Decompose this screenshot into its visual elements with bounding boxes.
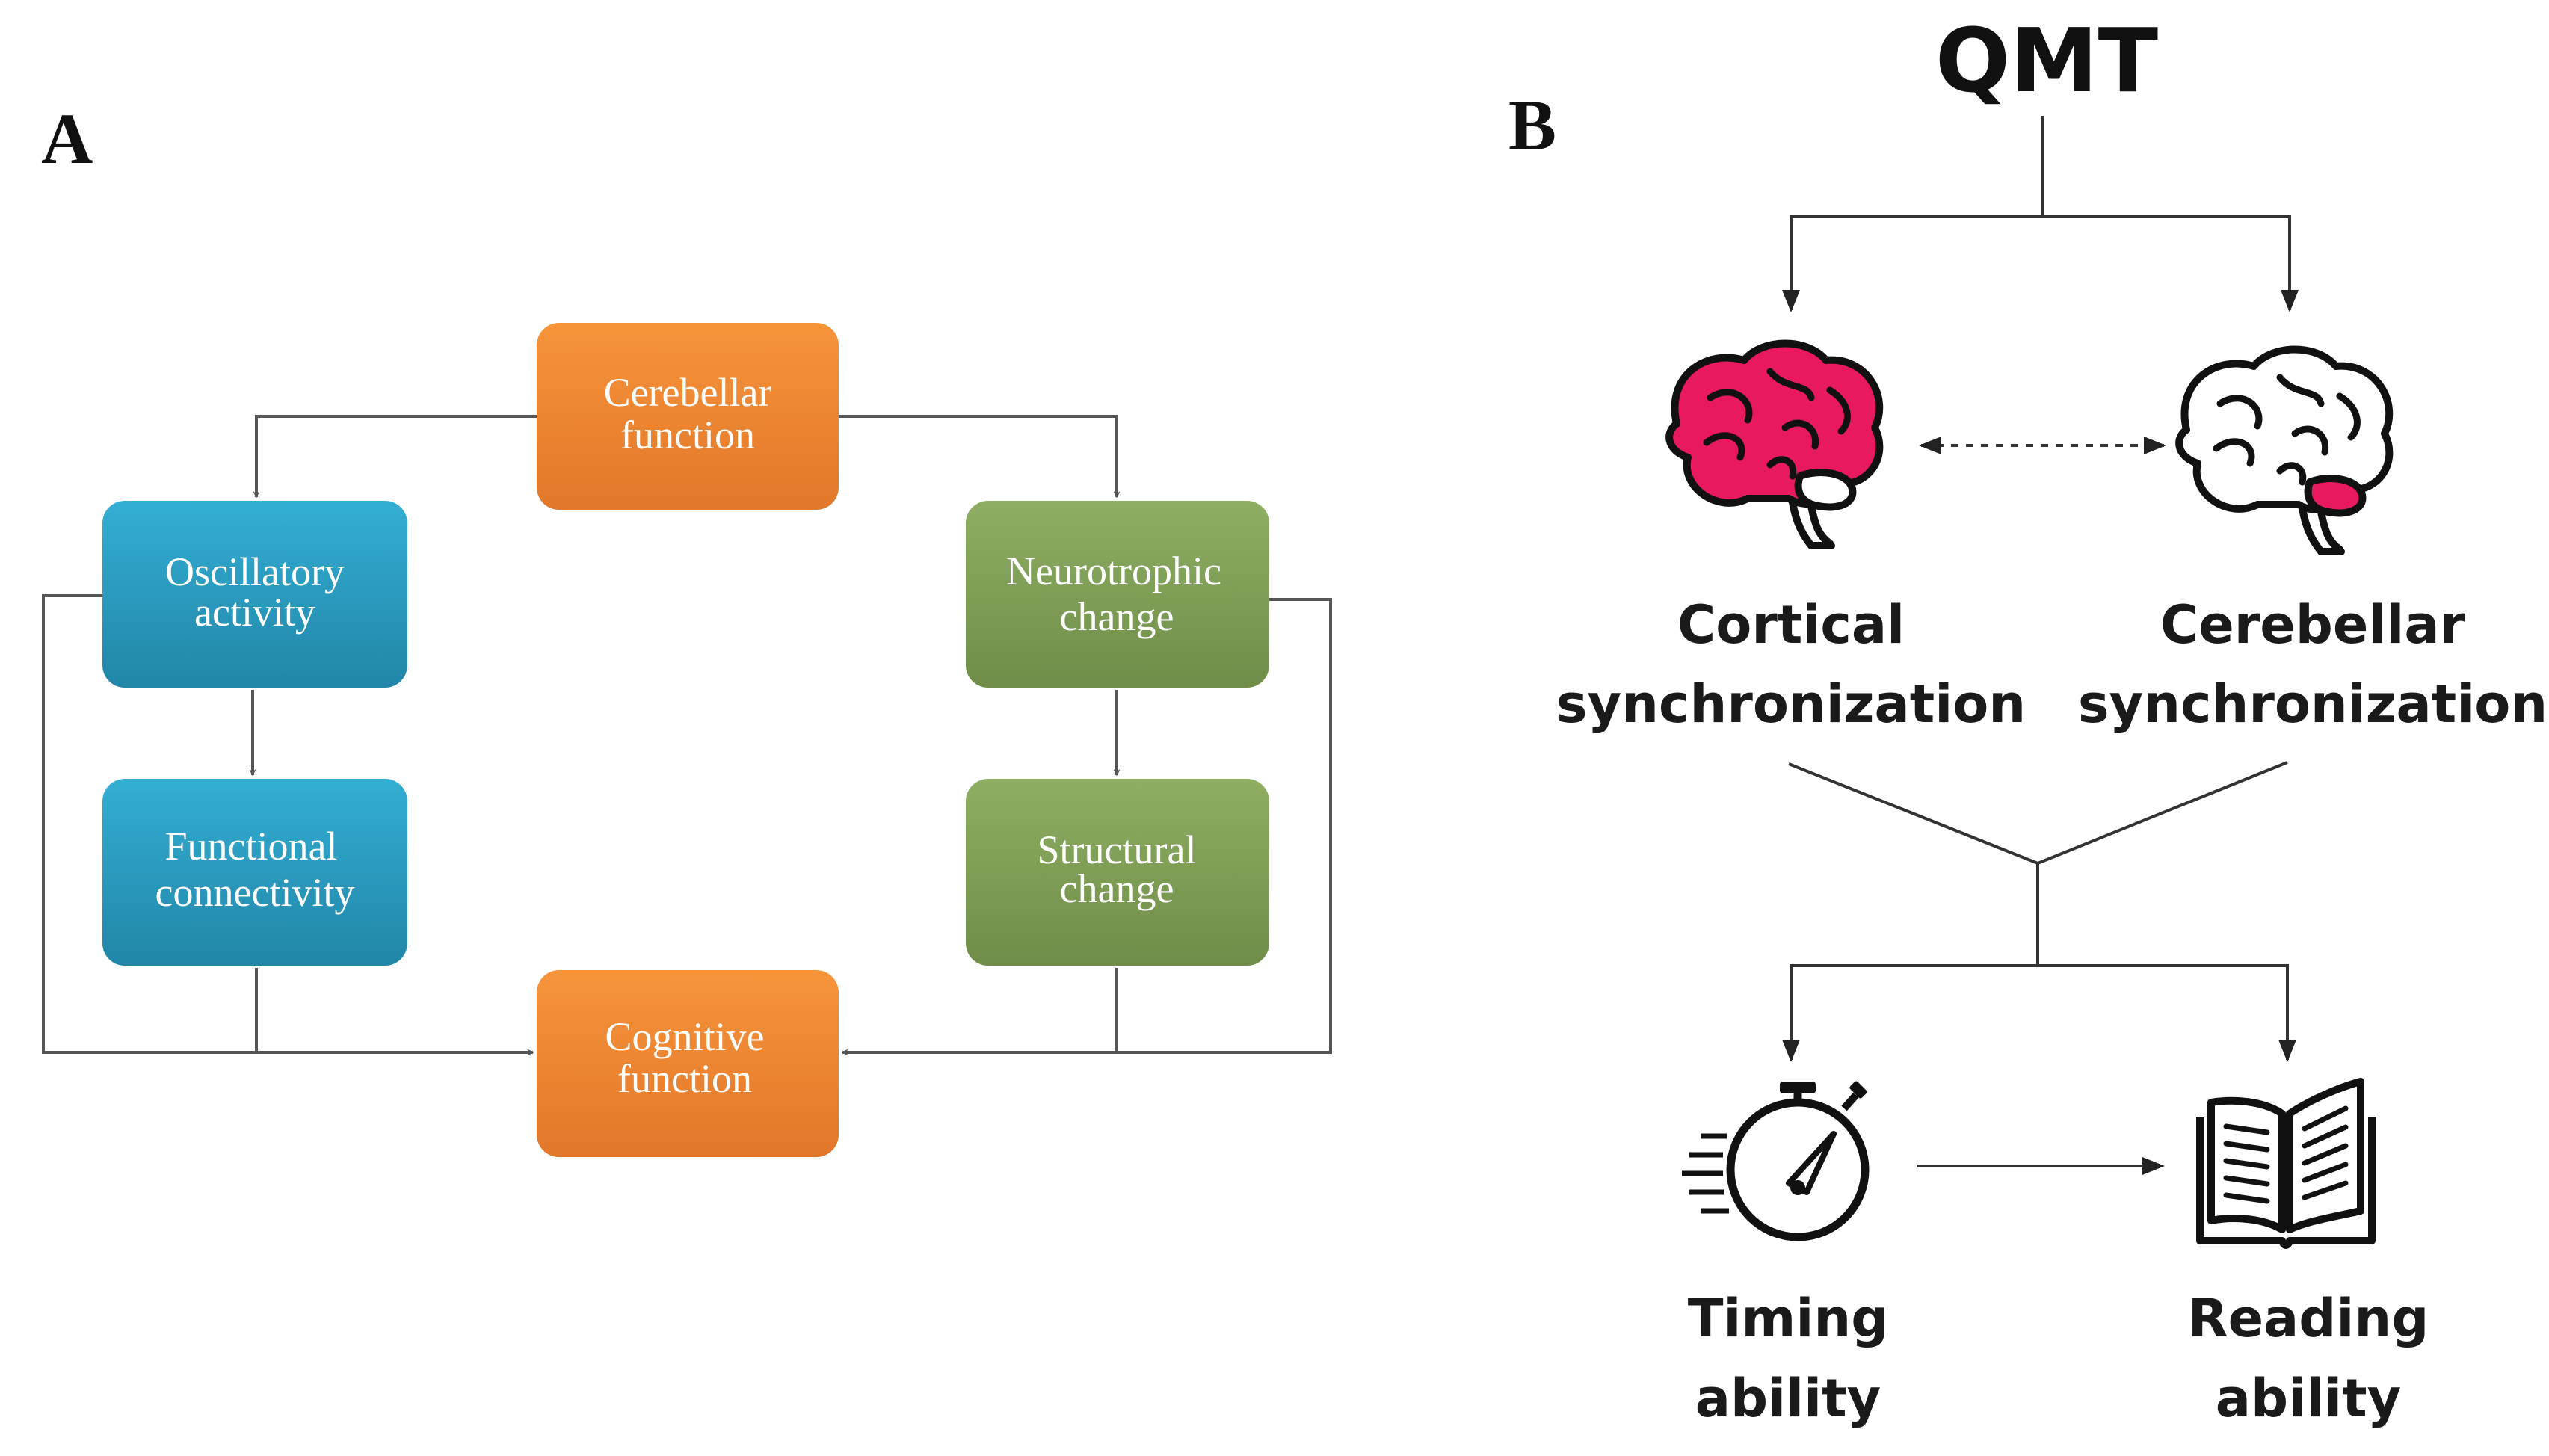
box-functional-connectivity-line2: connectivity <box>155 870 355 915</box>
connector-cerebellar-to-neurotrophic <box>839 415 1117 497</box>
box-functional-connectivity-line1: Functional <box>165 824 338 869</box>
panel-b-label: B <box>1508 85 1556 165</box>
box-structural-change: Structural change <box>966 779 1269 966</box>
box-cognitive-function-line2: function <box>617 1056 752 1101</box>
cerebellar-label-line2: synchronization <box>2078 673 2548 735</box>
cortical-label-line1: Cortical <box>1677 594 1905 655</box>
connector-oscillatory-left-loop <box>42 594 256 1054</box>
reading-label-line2: ability <box>2216 1368 2401 1429</box>
panel-b: B QMT Cortical <box>1508 9 2548 1429</box>
stopwatch-icon <box>1682 1081 1870 1241</box>
panel-b-connectors <box>1782 116 2299 1175</box>
box-functional-connectivity: Functional connectivity <box>102 779 407 966</box>
box-neurotrophic-change-line1: Neurotrophic <box>1006 549 1221 593</box>
connector-structural-to-cognitive <box>842 968 1118 1052</box>
panel-a-label: A <box>41 99 93 179</box>
connector-qmt-to-cerebellar <box>2042 215 2299 312</box>
box-cerebellar-function-line2: function <box>620 413 755 457</box>
connector-neurotrophic-right-loop <box>1117 598 1332 1054</box>
box-oscillatory-activity-line2: activity <box>194 590 315 635</box>
brain-cerebellum-highlighted-icon <box>2175 345 2394 555</box>
box-cerebellar-function-line1: Cerebellar <box>604 370 772 415</box>
cortical-label-line2: synchronization <box>1556 673 2026 735</box>
reading-label-line1: Reading <box>2188 1288 2429 1349</box>
connector-merge-to-reading <box>2038 964 2296 1062</box>
box-neurotrophic-change: Neurotrophic change <box>966 501 1269 688</box>
box-neurotrophic-change-line2: change <box>1060 594 1174 639</box>
connector-cerebellar-to-oscillatory <box>256 415 537 497</box>
brain-cortex-highlighted-icon <box>1665 339 1884 549</box>
connector-synchronization-merge <box>1788 761 2288 866</box>
qmt-title: QMT <box>1935 9 2158 112</box>
box-oscillatory-activity-line1: Oscillatory <box>165 549 345 594</box>
box-cognitive-function: Cognitive function <box>537 970 839 1157</box>
box-oscillatory-activity: Oscillatory activity <box>102 501 407 688</box>
box-cognitive-function-line1: Cognitive <box>605 1014 765 1059</box>
timing-label-line1: Timing <box>1688 1288 1889 1349</box>
panel-a: A Cerebellar function Oscillatory activi… <box>41 99 1332 1157</box>
connector-merge-to-timing <box>1782 863 2039 1062</box>
box-structural-change-line2: change <box>1060 866 1174 911</box>
box-cerebellar-function: Cerebellar function <box>537 323 839 510</box>
open-book-icon <box>2196 1078 2376 1249</box>
panel-a-connectors <box>42 415 1332 1054</box>
cerebellar-label-line1: Cerebellar <box>2160 594 2466 655</box>
connector-functional-to-cognitive <box>255 968 533 1052</box>
connector-qmt-to-cortical <box>1782 116 2044 312</box>
box-structural-change-line1: Structural <box>1038 827 1197 872</box>
timing-label-line2: ability <box>1695 1368 1881 1429</box>
